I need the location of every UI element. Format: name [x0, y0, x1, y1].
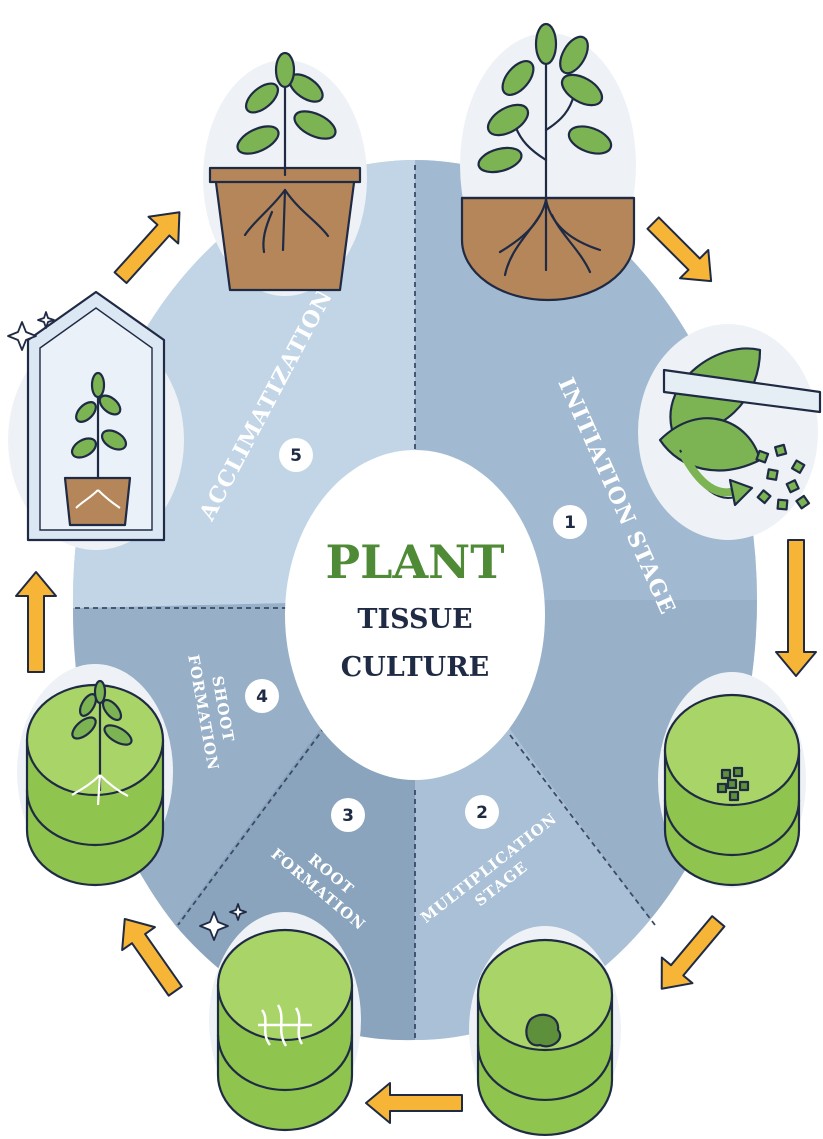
stage-3-badge: 3: [331, 798, 365, 832]
divider-lower-left: [177, 719, 331, 926]
sparkle-icon: [229, 903, 247, 921]
arrow-icon: [15, 571, 57, 673]
stage-2-number: 2: [476, 803, 488, 823]
scalpel-icon: [662, 368, 822, 414]
divider-lower-right: [509, 734, 656, 926]
leaf-cutting-illustration: [638, 324, 822, 540]
title-tissue: TISSUE: [357, 604, 472, 635]
stage-4-badge: 4: [245, 679, 279, 713]
cycle-arrows: [15, 211, 817, 1124]
arrow-icon: [121, 917, 183, 997]
potted-plant-icon: [203, 51, 367, 296]
arrow-icon: [365, 1082, 463, 1124]
stage-1-badge: 1: [553, 505, 587, 539]
sparkle-icon: [199, 911, 229, 941]
stage-5-badge: 5: [279, 438, 313, 472]
petri-dish-icon: [17, 664, 173, 887]
petri-dish-icon: [658, 672, 806, 888]
stage-5-number: 5: [290, 446, 302, 466]
title-culture: CULTURE: [341, 652, 489, 683]
stage-3-number: 3: [342, 806, 354, 826]
sparkle-icon: [37, 311, 55, 329]
stage-1-number: 1: [564, 513, 576, 533]
petri-dish-icon: [469, 926, 621, 1137]
title-plant: PLANT: [326, 535, 505, 589]
arrow-icon: [775, 539, 817, 677]
sparkle-icon: [7, 321, 37, 351]
mother-plant-illustration: [460, 22, 636, 302]
stage-2-badge: 2: [465, 795, 499, 829]
greenhouse-icon: [8, 290, 184, 550]
stage-numbers: 1 2 3 4 5: [245, 438, 587, 832]
petri-dish-icon: [209, 912, 361, 1132]
arrow-icon: [646, 216, 713, 283]
arrow-icon: [660, 915, 726, 990]
stage-4-number: 4: [256, 687, 268, 707]
arrow-icon: [113, 211, 181, 285]
title-block: PLANT TISSUE CULTURE: [326, 535, 505, 683]
center-circle: [285, 450, 545, 780]
